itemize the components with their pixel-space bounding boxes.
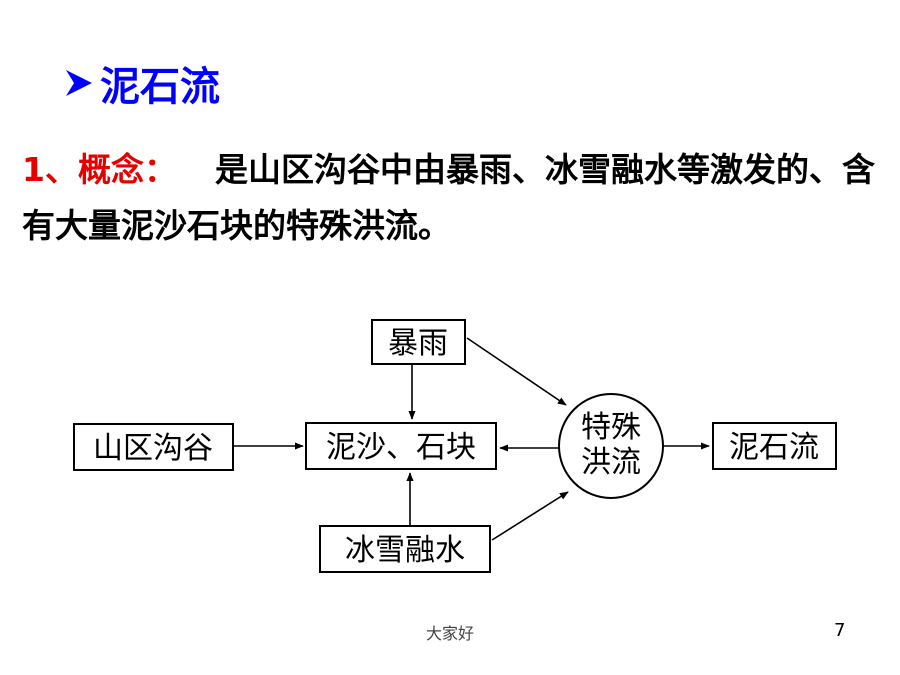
- flood-label-line1: 特殊: [581, 410, 641, 445]
- slide-title: 泥石流: [62, 58, 220, 110]
- concept-label: 1、概念：: [22, 150, 177, 189]
- sediment-label: 泥沙、石块: [326, 430, 476, 465]
- rain-box: [371, 319, 466, 365]
- arrow-bullet-icon: [66, 70, 92, 96]
- concept-paragraph: 1、概念：是山区沟谷中由暴雨、冰雪融水等激发的、含有大量泥沙石块的特殊洪流。: [22, 142, 882, 254]
- valley-label: 山区沟谷: [93, 431, 213, 466]
- rain-label: 暴雨: [388, 326, 448, 361]
- mudflow-label: 泥石流: [729, 430, 819, 465]
- footer-text: 大家好: [425, 624, 474, 643]
- concept-text: 是山区沟谷中由暴雨、冰雪融水等激发的、含有大量泥沙石块的特殊洪流。: [22, 150, 875, 245]
- sediment-box: [305, 422, 497, 470]
- valley-box: [73, 423, 234, 471]
- flood-label-line2: 洪流: [581, 445, 641, 480]
- mudflow-box: [712, 422, 837, 470]
- slide-title-text: 泥石流: [100, 64, 220, 110]
- snowmelt-label: 冰雪融水: [345, 533, 465, 568]
- page-number: 7: [834, 620, 846, 641]
- arrow-rain-to-flood: [466, 337, 567, 406]
- snowmelt-box: [319, 525, 491, 573]
- arrow-snowmelt-to-flood: [491, 491, 569, 541]
